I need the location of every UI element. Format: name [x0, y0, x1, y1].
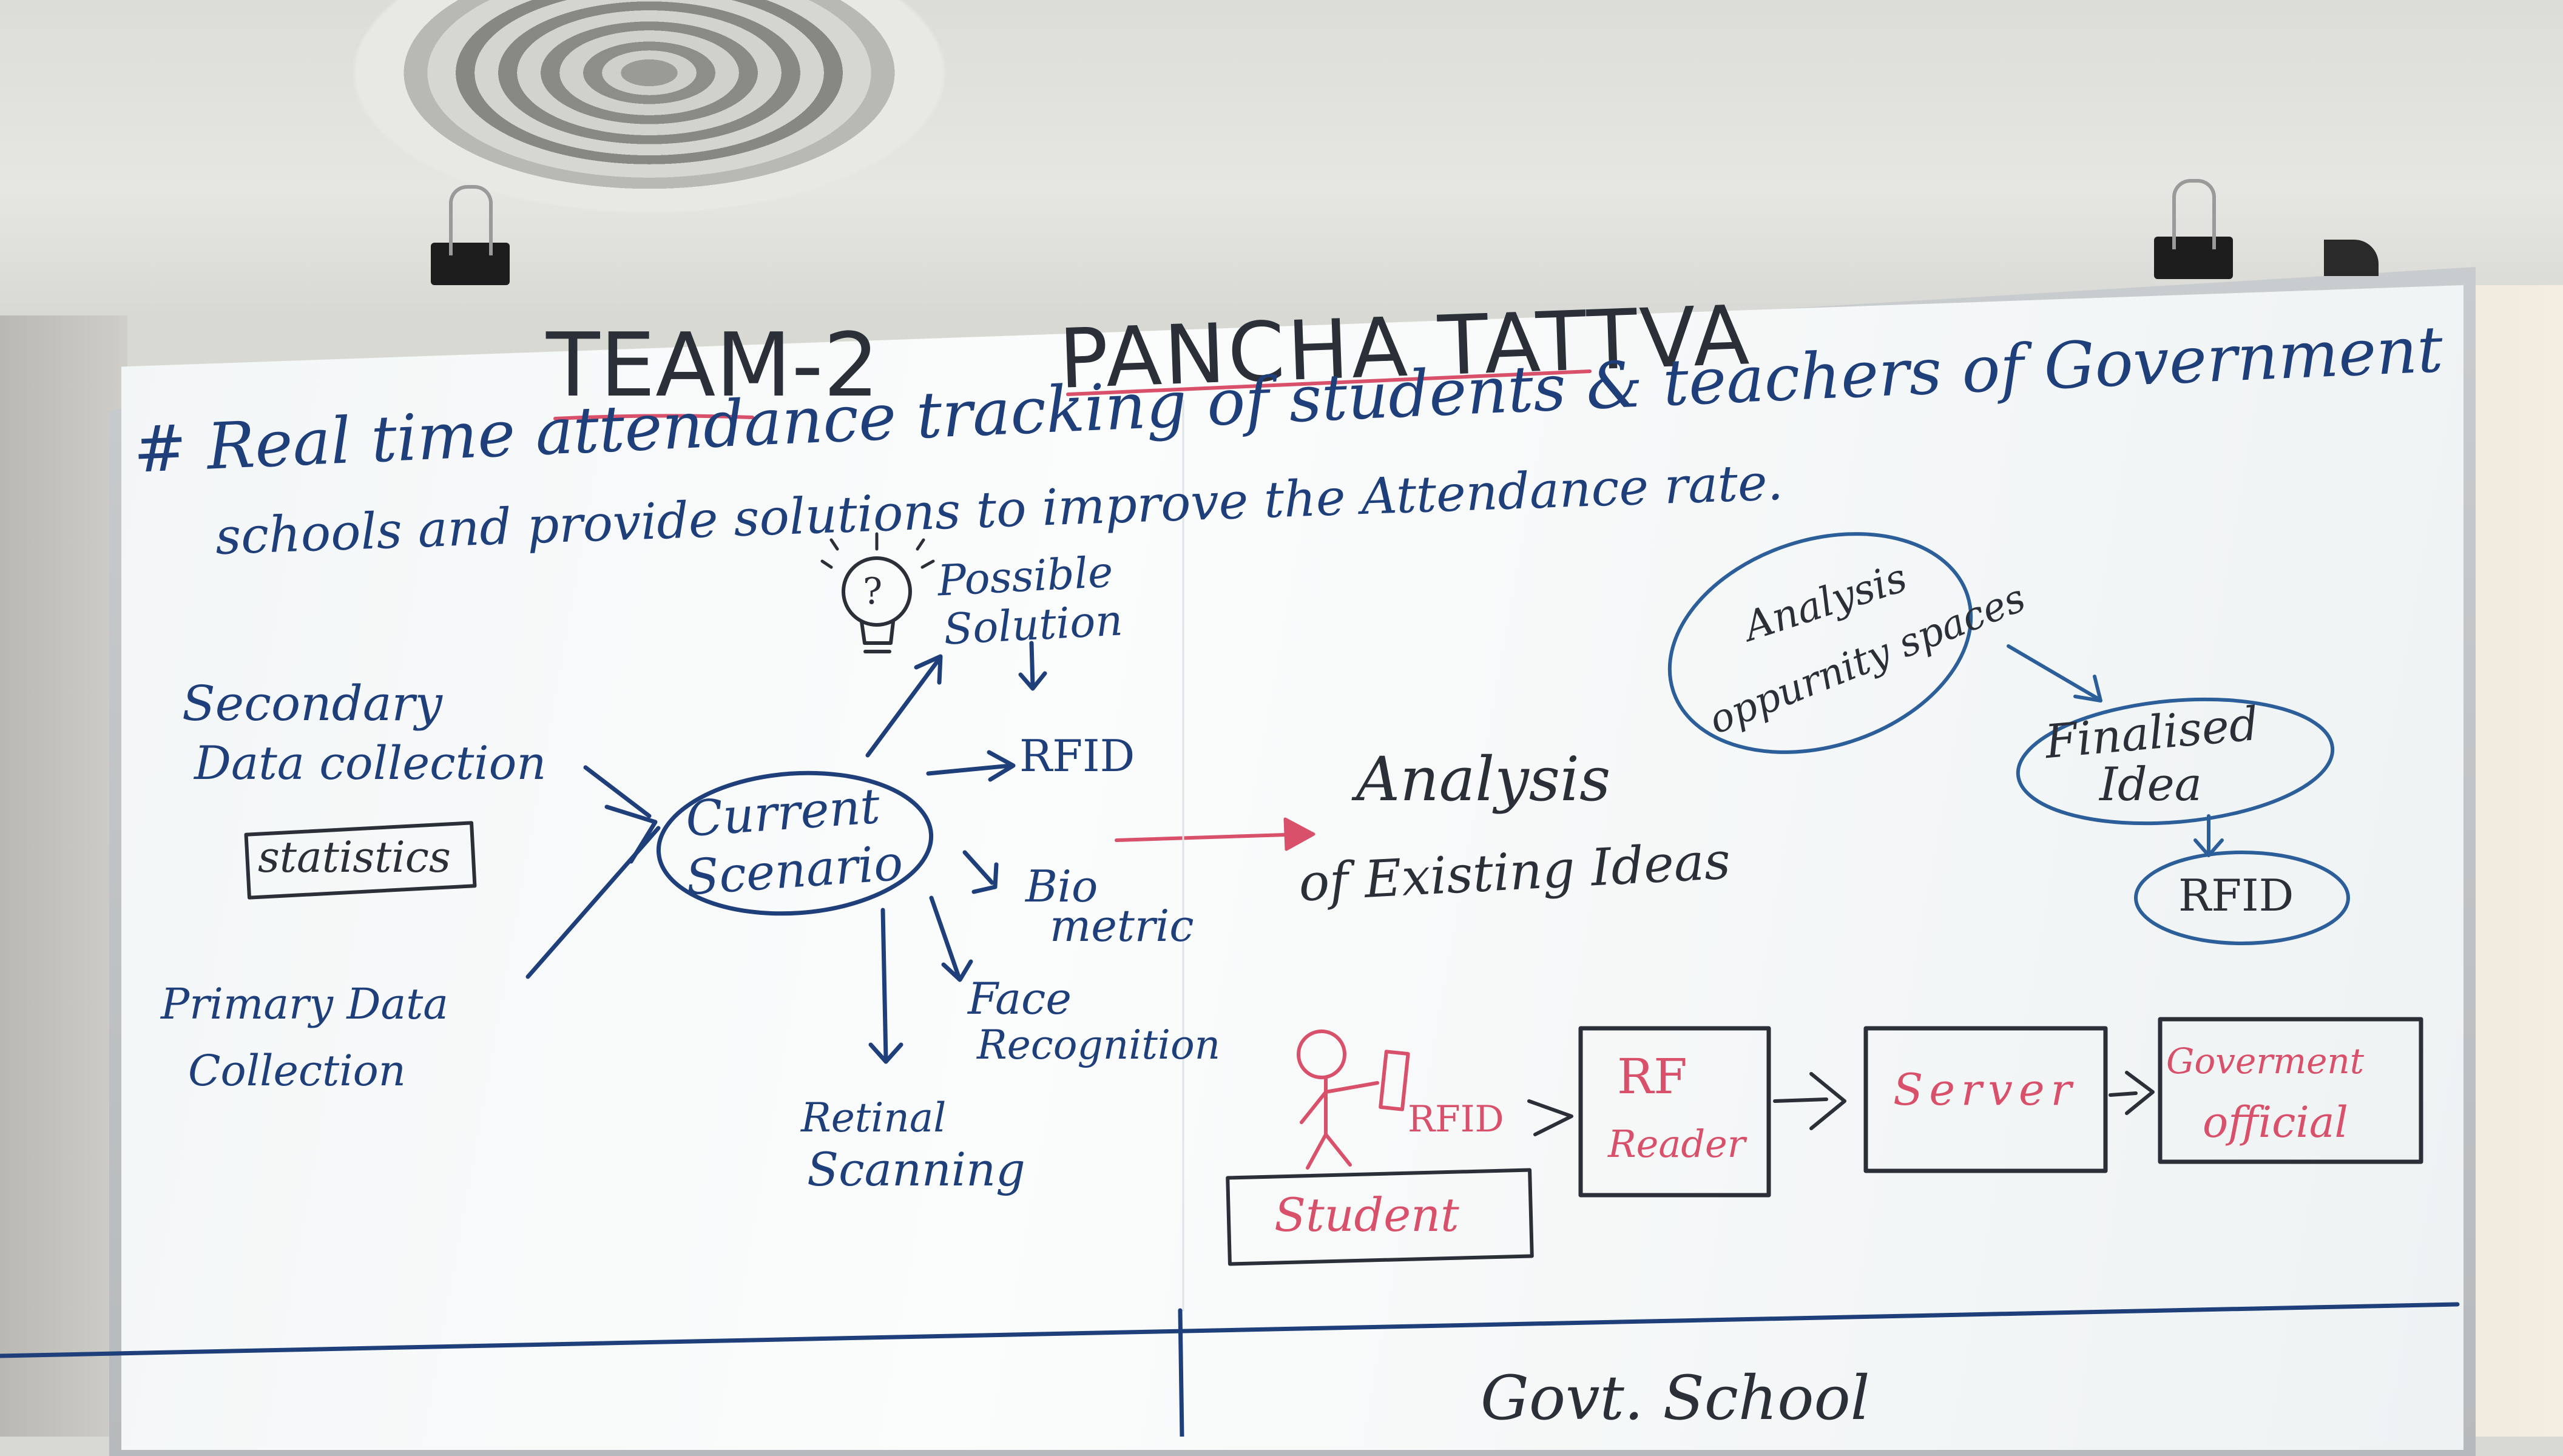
final-rfid-ellipse [2134, 851, 2350, 945]
whiteboard [121, 285, 2463, 1450]
opportunity-to-finalised-arrow [2007, 644, 2098, 699]
student-label: Student [1274, 1188, 1459, 1242]
possible-solution-label-2: Solution [942, 595, 1124, 655]
secondary-arrow [583, 765, 652, 818]
possible-down-arrow [1018, 641, 1047, 691]
option-rfid: RFID [1019, 730, 1135, 781]
team-underline [553, 414, 754, 420]
secondary-label-2: Data collection [194, 736, 547, 790]
spoke-face [929, 895, 961, 979]
rfid-to-reader-arrow [1527, 1099, 1573, 1136]
current-scenario-label-2: Scenario [684, 834, 905, 906]
official-box [2158, 1017, 2423, 1164]
left-wall [0, 315, 127, 1437]
light-bulb-icon [820, 532, 935, 653]
student-box [1226, 1168, 1534, 1266]
analysis-label-1: Analysis [1356, 744, 1611, 815]
statistics-label: statistics [258, 832, 451, 882]
binder-clip-right [2154, 179, 2233, 279]
current-scenario-label-1: Current [684, 777, 882, 848]
analysis-arrow [1115, 832, 1306, 842]
reader-label-1: RF [1617, 1048, 1687, 1105]
opportunity-ellipse [1667, 532, 1973, 754]
official-label-2: official [2203, 1097, 2348, 1147]
finalised-label-2: Idea [2099, 757, 2202, 811]
spoke-bio [962, 850, 994, 885]
spoke-rfid [926, 763, 1013, 776]
secondary-label-1: Secondary [182, 675, 442, 732]
reader-label-2: Reader [1608, 1122, 1746, 1166]
option-retinal-2: Scanning [807, 1142, 1025, 1196]
arrow-head-in [604, 804, 658, 864]
flow-rfid-label: RFID [1408, 1098, 1504, 1141]
server-box [1863, 1026, 2108, 1173]
finalised-to-rfid-arrow [2193, 814, 2224, 857]
team-title: TEAM-2 [546, 314, 880, 417]
official-label-1: Goverment [2166, 1040, 2365, 1082]
project-underline [1066, 369, 1592, 396]
bulb-question-mark: ? [863, 570, 883, 613]
current-scenario-ellipse [656, 770, 934, 916]
reader-to-server-arrow [1773, 1072, 1846, 1130]
bottom-govt-school-text: Govt. School [1481, 1363, 1870, 1434]
possible-solution-label-1: Possible [936, 547, 1115, 606]
primary-label-1: Primary Data [161, 979, 449, 1029]
bottom-divider-line [0, 1302, 2460, 1358]
option-biometric-2: metric [1050, 900, 1194, 951]
primary-label-2: Collection [188, 1046, 406, 1096]
statistics-box [244, 821, 477, 900]
final-rfid-label: RFID [2178, 870, 2294, 921]
spoke-possible [865, 659, 940, 758]
server-to-official-arrow [2109, 1071, 2155, 1115]
reader-box [1578, 1026, 1771, 1198]
spoke-retinal [880, 908, 888, 1061]
whiteboard-corner-cap [2324, 240, 2379, 276]
server-label: Server [1893, 1064, 2078, 1115]
option-face-1: Face [968, 973, 1072, 1024]
finalised-ellipse [2016, 697, 2335, 826]
option-retinal-1: Retinal [801, 1094, 947, 1141]
student-stick-figure-icon [1297, 1030, 1410, 1170]
bottom-vertical-line [1178, 1308, 1184, 1437]
option-biometric-1: Bio [1025, 861, 1098, 912]
binder-clip-left [431, 185, 510, 285]
option-face-2: Recognition [977, 1022, 1221, 1068]
